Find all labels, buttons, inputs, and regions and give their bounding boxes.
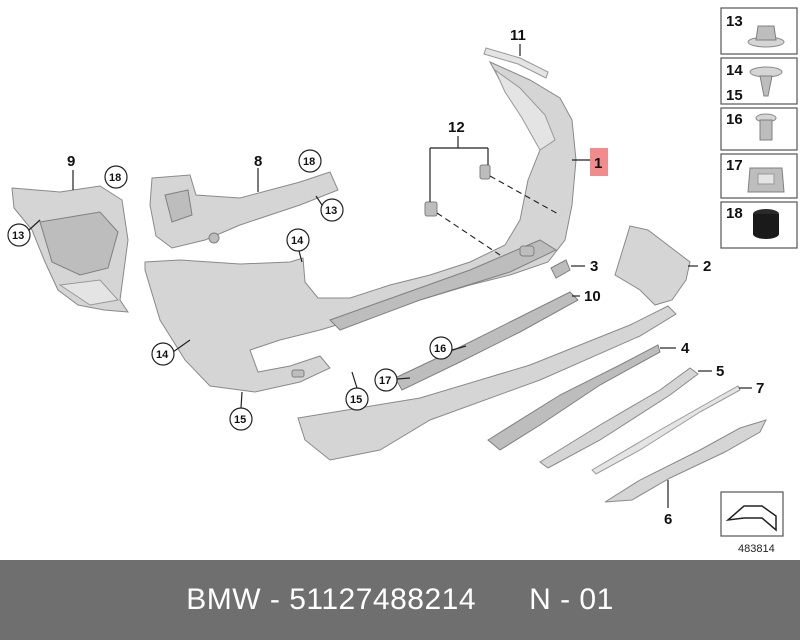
svg-text:14: 14: [726, 62, 743, 79]
callout-3: 3: [590, 258, 598, 275]
legend-item-13[interactable]: 13: [720, 7, 798, 55]
part-11-top-strip[interactable]: [483, 47, 549, 79]
legend-item-17[interactable]: 17: [720, 153, 798, 199]
svg-text:16: 16: [726, 111, 743, 128]
callout-2: 2: [703, 258, 711, 275]
circled-callout-13b: 13: [315, 195, 344, 222]
part-6-trim[interactable]: [604, 419, 767, 503]
circled-callout-15b: 15: [345, 371, 369, 411]
callout-10: 10: [584, 288, 601, 305]
circled-callout-18a: 18: [104, 165, 128, 189]
reference-number: 483814: [738, 543, 775, 555]
svg-text:14: 14: [291, 235, 304, 247]
circled-callout-18b: 18: [298, 149, 322, 173]
footer-separator: -: [261, 583, 290, 616]
part-number: 51127488214: [289, 583, 477, 616]
circled-callout-17: 17: [374, 368, 411, 392]
callout-11: 11: [510, 27, 526, 44]
legend-item-18[interactable]: 18: [720, 201, 798, 249]
circled-callout-13a: 13: [7, 219, 41, 247]
callout-9: 9: [67, 153, 75, 170]
svg-text:15: 15: [234, 414, 246, 426]
part-12-clips[interactable]: [424, 164, 491, 217]
footer-code: N - 01: [529, 583, 614, 616]
legend-item-16[interactable]: 16: [720, 107, 798, 151]
part-10-strip[interactable]: [394, 291, 579, 391]
parts-diagram: 9 8 11 12 1 3 2 10 4 5 7 6 18 13 18 13 1…: [7, 7, 798, 555]
part-3-reflector[interactable]: [550, 259, 571, 279]
svg-text:18: 18: [303, 156, 315, 168]
callout-4: 4: [681, 340, 690, 357]
legend-item-14-15[interactable]: 14 15: [720, 57, 798, 105]
circled-callout-16: 16: [429, 336, 467, 360]
callout-7: 7: [756, 380, 764, 397]
part-9-left-bracket[interactable]: [11, 185, 129, 313]
part-5-trim[interactable]: [539, 367, 699, 469]
circled-callout-15a: 15: [229, 391, 253, 431]
callout-5: 5: [716, 363, 724, 380]
svg-text:17: 17: [726, 157, 743, 174]
svg-text:13: 13: [325, 205, 337, 217]
part-1-bumper-cover[interactable]: [144, 60, 577, 393]
assembly-line-b: [436, 212, 501, 256]
arrow-icon: [725, 505, 777, 532]
footer-bar: BMW - 51127488214 N - 01: [0, 560, 800, 640]
part-8-upper-bracket[interactable]: [149, 171, 339, 249]
circled-callout-14a: 14: [286, 228, 310, 263]
brand-name: BMW: [186, 583, 262, 616]
svg-text:15: 15: [350, 394, 362, 406]
svg-text:15: 15: [726, 87, 743, 104]
callout-1: 1: [594, 155, 602, 172]
svg-text:18: 18: [109, 172, 121, 184]
svg-text:14: 14: [156, 349, 169, 361]
svg-text:18: 18: [726, 205, 743, 222]
leader-lines: [72, 44, 752, 508]
svg-text:13: 13: [12, 230, 24, 242]
svg-text:16: 16: [434, 343, 446, 355]
callout-1-highlight: [590, 148, 608, 176]
part-2-diffuser-right[interactable]: [614, 225, 691, 306]
fastener-legend: 13 14 15 16 17 18: [720, 7, 798, 249]
callout-12: 12: [448, 119, 465, 136]
circled-callout-14b: 14: [151, 339, 191, 366]
callout-8: 8: [254, 153, 262, 170]
lower-trim-panel[interactable]: [297, 305, 677, 461]
svg-text:13: 13: [726, 13, 743, 30]
svg-text:17: 17: [379, 375, 391, 387]
footer-gap: [476, 583, 529, 617]
part-7-strip[interactable]: [591, 385, 741, 475]
callout-6: 6: [664, 511, 672, 528]
part-4-trim[interactable]: [487, 344, 661, 451]
assembly-line-a: [489, 175, 561, 216]
reference-box: 483814: [720, 491, 784, 555]
